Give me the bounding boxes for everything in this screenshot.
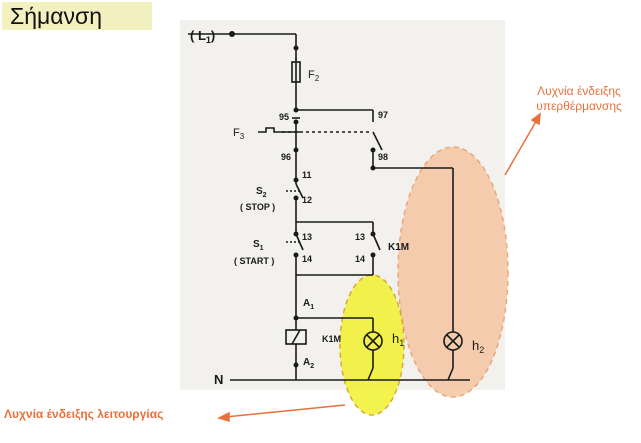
t13b-label: 13 <box>355 232 365 242</box>
overheat-arrow <box>504 112 541 176</box>
l1-label: ( L1) <box>190 28 215 45</box>
t96-label: 96 <box>281 152 291 162</box>
t11-label: 11 <box>302 170 312 180</box>
operation-arrow <box>216 404 346 423</box>
start-text: ( START ) <box>234 256 274 266</box>
a2-label: A2 <box>303 357 314 370</box>
a1-label: A1 <box>303 298 314 311</box>
operation-lamp-annotation: Λυχνία ένδειξης λειτουργίας <box>4 407 164 421</box>
k1m-contact-label: K1M <box>388 242 409 253</box>
overheat-annotation-line1: Λυχνία ένδειξης <box>537 84 621 98</box>
t97-label: 97 <box>378 110 388 120</box>
terminals <box>229 31 376 368</box>
t12-label: 12 <box>302 195 312 205</box>
thermal-label: F3 <box>233 127 245 141</box>
page-title: Σήμανση <box>2 2 152 30</box>
n-label: N <box>214 372 223 387</box>
lamp-h2 <box>443 331 463 351</box>
t14a-label: 14 <box>302 254 312 264</box>
h1-label: h1 <box>392 331 404 348</box>
fuse-label: F2 <box>308 69 320 83</box>
k1m-coil-label: K1M <box>322 334 341 344</box>
stop-text: ( STOP ) <box>240 202 275 212</box>
t95-label: 95 <box>279 112 289 122</box>
thermal-relay-f3 <box>258 127 300 133</box>
t13a-label: 13 <box>302 232 312 242</box>
stop-button-label: S2 <box>256 186 267 199</box>
start-button-label: S1 <box>253 239 264 252</box>
t14b-label: 14 <box>355 254 365 264</box>
overheat-annotation-line2: υπερθέρμανσης <box>536 99 622 113</box>
overheat-lamp-annotation: Λυχνία ένδειξης υπερθέρμανσης <box>519 84 639 114</box>
lamp-h1 <box>363 331 383 351</box>
h2-label: h2 <box>472 338 484 355</box>
t98-label: 98 <box>378 152 388 162</box>
